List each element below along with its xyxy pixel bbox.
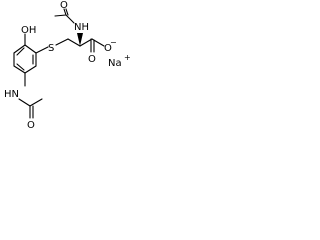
counterion-label: Na (108, 58, 122, 69)
molecule-structure: OH S O − O Na + NH O HN O (4, 0, 131, 131)
acetyl-top-o-label: O (60, 0, 68, 11)
hydroxyl-label: OH (21, 25, 36, 36)
bond-calpha-carboxyl (79, 38, 93, 47)
amide-nh-ring-label: HN (4, 89, 19, 100)
carboxylate-o-label: O (104, 43, 112, 54)
bond-ch2-calpha (67, 38, 81, 47)
bond-nh-acetyl-ring (18, 98, 31, 107)
bond-acetyl-top-c-o-a (63, 8, 67, 16)
bond-ring-s (35, 46, 49, 54)
benzene-ring (13, 44, 37, 74)
bond-acetyl-ring-methyl (29, 98, 43, 107)
bond-acetyl-top-methyl (54, 14, 67, 17)
bond-acetyl-top-c-o-b (65, 8, 69, 16)
counterion-charge: + (124, 53, 131, 62)
carboxylate-charge: − (110, 38, 117, 47)
carbonyl-o-label: O (88, 54, 96, 65)
amide-nh-top-label: NH (74, 22, 89, 33)
acetyl-ring-o-label: O (27, 120, 35, 131)
bond-s-ch2 (55, 38, 69, 46)
sulfur-label: S (48, 43, 54, 54)
stereo-wedge (77, 33, 83, 46)
bond-nh-acetyl-top (65, 14, 75, 24)
